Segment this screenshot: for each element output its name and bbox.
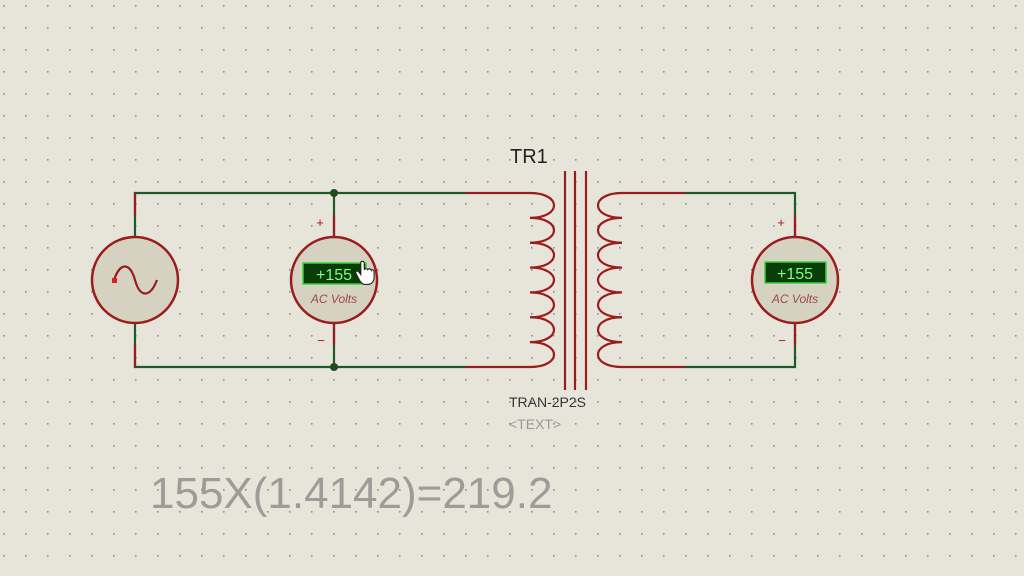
transformer-model: TRAN-2P2S [509,394,586,410]
junction-dot [330,363,338,371]
ac-source[interactable] [90,235,180,325]
primary-coil [529,191,556,369]
voltmeter-reading: +155 [316,267,352,284]
voltmeter-display [764,261,827,284]
voltmeter-reading: +155 [777,266,813,283]
transformer-text: <TEXT> [509,416,561,432]
wires [133,189,797,371]
hand-cursor-icon [355,260,375,285]
voltmeter-label: AC Volts [771,292,818,306]
junction-dot [330,189,338,197]
voltmeter-secondary[interactable]: +155 AC Volts + − [750,215,840,348]
transformer-tr1[interactable] [529,171,623,390]
minus-terminal: − [778,333,786,348]
transformer-ref: TR1 [510,146,548,168]
voltmeter-label: AC Volts [310,292,357,306]
minus-terminal: − [317,333,325,348]
formula-annotation: 155X(1.4142)=219.2 [150,469,552,518]
ac-sine-icon [112,265,159,295]
plus-terminal: + [777,215,785,230]
pin-marker [112,278,117,283]
plus-terminal: + [316,215,324,230]
voltmeter-primary[interactable]: +155 AC Volts + − [289,215,379,348]
secondary-coil [596,191,623,369]
